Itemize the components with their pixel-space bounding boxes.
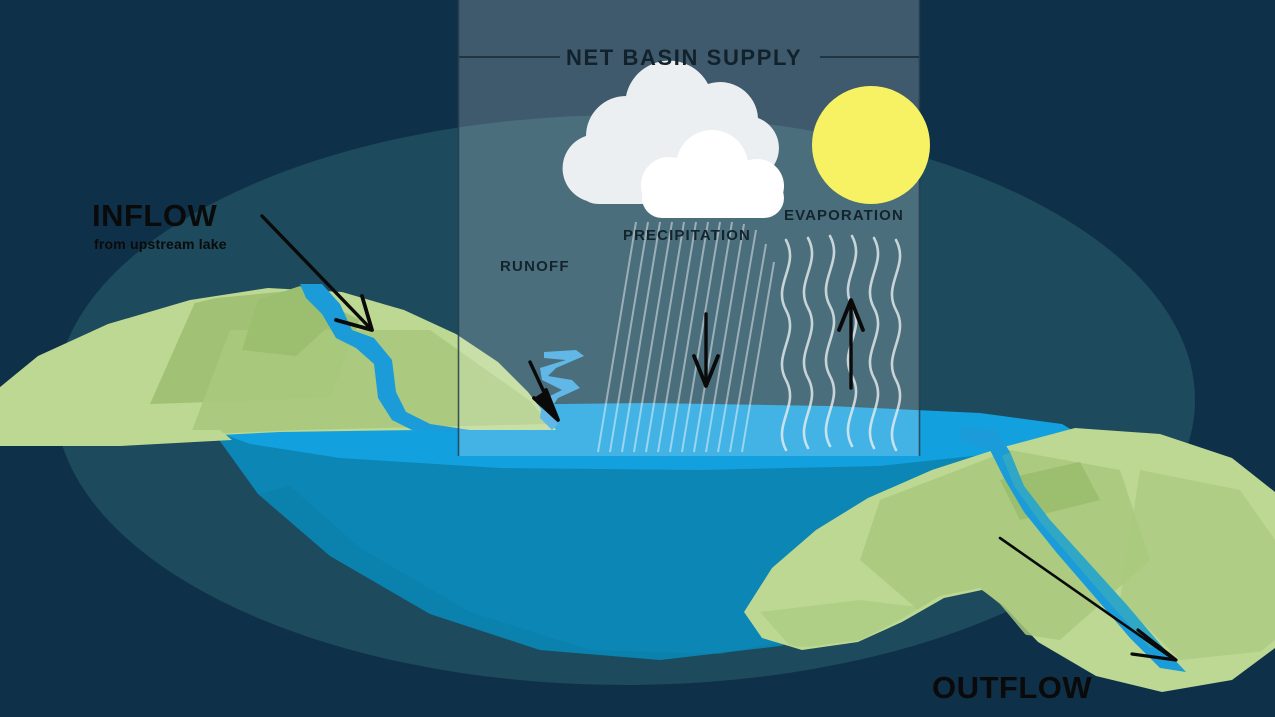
precipitation-label: PRECIPITATION — [623, 227, 751, 244]
net-basin-supply-title: NET BASIN SUPPLY — [566, 45, 803, 70]
inflow-river-mouth — [404, 412, 470, 432]
evaporation-label: EVAPORATION — [784, 207, 904, 224]
cloud-front-base — [642, 178, 784, 218]
inflow-arrow-icon — [260, 214, 374, 332]
inflow-sublabel: from upstream lake — [94, 236, 227, 252]
rain-streaks-icon — [597, 221, 775, 453]
evaporation-arrow-icon — [837, 298, 865, 390]
lake-basin-shadow — [258, 486, 1016, 660]
outflow-arrow-icon — [998, 536, 1178, 662]
land-left-lake-cap — [0, 430, 232, 446]
sun-icon — [812, 86, 930, 204]
outflow-label: OUTFLOW — [932, 670, 1093, 705]
cloud-icon — [641, 130, 784, 218]
outflow-river-shade — [1002, 452, 1160, 648]
runoff-label: RUNOFF — [500, 258, 570, 275]
precipitation-arrow-icon — [692, 312, 720, 388]
inflow-label: INFLOW — [92, 198, 218, 233]
land-right-shade-3 — [1120, 470, 1275, 660]
runoff-arrow-icon — [528, 360, 560, 422]
runoff-stream — [540, 350, 584, 430]
land-left-hill-shade-2 — [190, 330, 548, 436]
